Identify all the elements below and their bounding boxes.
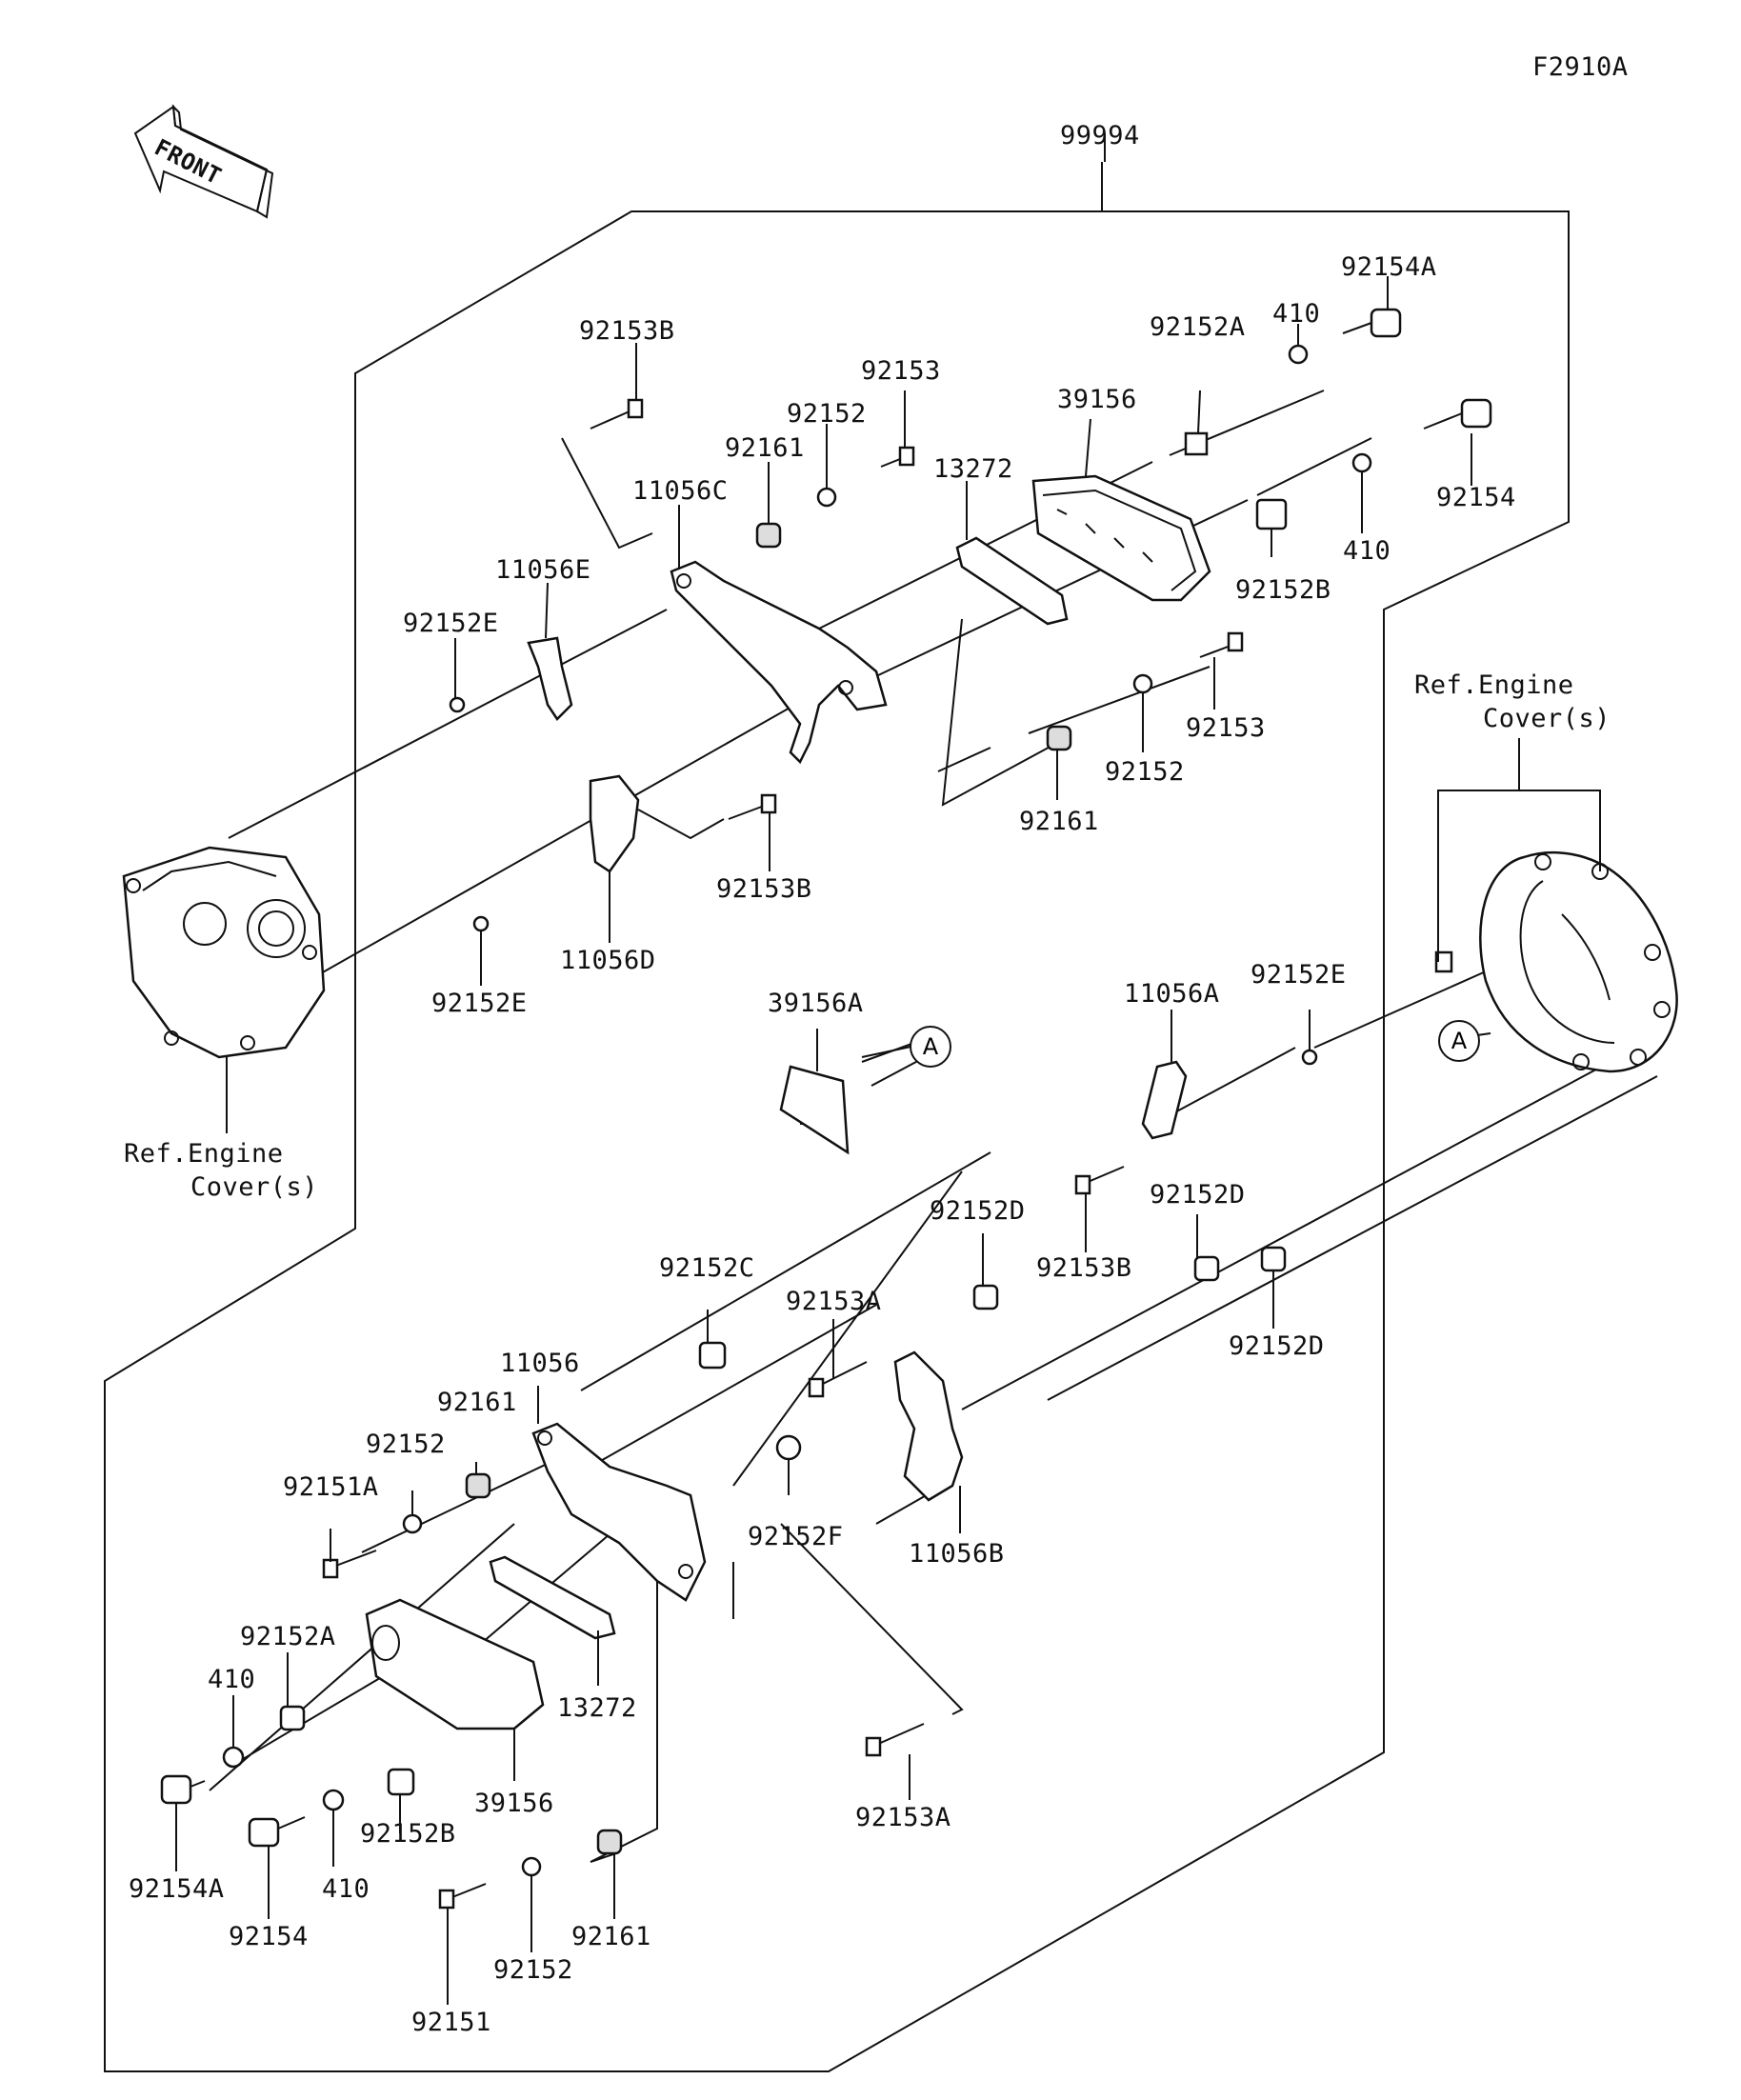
part-label: 92161	[437, 1388, 517, 1417]
part-label: 92153B	[716, 874, 812, 904]
lower-bracket-11056	[531, 1422, 707, 1602]
part-label: 92153B	[579, 316, 675, 346]
part-label: 11056D	[560, 946, 656, 975]
bracket-11056A	[1141, 1060, 1188, 1140]
ref-left-line2: Cover(s)	[190, 1172, 319, 1202]
leader-lines	[175, 133, 1601, 2005]
lower-slider-39156	[365, 1598, 545, 1730]
bracket-11056B	[893, 1350, 964, 1502]
upper-bracket-11056C	[670, 560, 888, 765]
part-label: 92154	[229, 1922, 309, 1951]
part-label: 39156	[1057, 385, 1137, 414]
marker-a-right: A	[1438, 1020, 1480, 1062]
part-label: 410	[1272, 299, 1321, 329]
part-label: 410	[322, 1874, 370, 1904]
part-label: 92152D	[1229, 1331, 1325, 1361]
part-label: 410	[1343, 536, 1391, 566]
fasteners	[160, 308, 1492, 1910]
part-label: 92152D	[1150, 1180, 1246, 1210]
bracket-11056D	[589, 774, 640, 873]
part-label: 39156	[474, 1789, 554, 1818]
part-label: 92151	[411, 2008, 491, 2037]
upper-slider-39156	[1031, 474, 1211, 602]
part-label: 92152C	[659, 1253, 755, 1283]
part-label: 92152	[366, 1430, 446, 1459]
part-label: 92154A	[1341, 252, 1437, 282]
part-label: 92154A	[129, 1874, 225, 1904]
part-label: 11056B	[909, 1539, 1005, 1569]
part-label: 92152E	[403, 609, 499, 638]
sticker-39156A	[779, 1065, 850, 1155]
part-label: 92152	[493, 1955, 573, 1985]
marker-a-left: A	[910, 1026, 951, 1068]
part-label: 92152A	[240, 1622, 336, 1651]
part-label: 410	[208, 1665, 256, 1694]
part-label: 92152D	[930, 1196, 1026, 1226]
front-arrow-icon	[133, 104, 274, 219]
part-label: 11056	[500, 1349, 580, 1378]
figure-code: F2910A	[1532, 52, 1629, 82]
part-label: 92152	[1105, 757, 1185, 787]
part-label: 13272	[933, 454, 1013, 484]
part-label: 92152B	[360, 1819, 456, 1849]
part-label: 92152E	[431, 989, 528, 1018]
right-engine-cover	[1479, 851, 1678, 1073]
part-label: 92153A	[855, 1803, 951, 1832]
part-label: 39156A	[768, 989, 864, 1018]
part-label: 92153	[861, 356, 941, 386]
bracket-11056E	[527, 636, 573, 721]
ref-left-line1: Ref.Engine	[124, 1139, 284, 1169]
part-label: 92152F	[748, 1522, 844, 1551]
ref-top-right-line2: Cover(s)	[1483, 704, 1611, 733]
part-label: 92153B	[1036, 1253, 1132, 1283]
part-label: 92161	[1019, 807, 1099, 836]
part-label: 92153A	[786, 1287, 882, 1316]
part-label: 92154	[1436, 483, 1516, 512]
part-label: 92151A	[283, 1472, 379, 1502]
part-label: 92152A	[1150, 312, 1246, 342]
part-label: 11056E	[495, 555, 591, 585]
part-label: 92152B	[1235, 575, 1331, 605]
part-label: 92152	[787, 399, 867, 429]
part-label: 92152E	[1251, 960, 1347, 990]
ref-top-right-line1: Ref.Engine	[1414, 670, 1574, 700]
kit-number: 99994	[1060, 121, 1140, 150]
part-label: 92161	[571, 1922, 651, 1951]
part-label: 11056C	[632, 476, 729, 506]
lower-plate-13272	[489, 1555, 616, 1640]
upper-plate-13272	[955, 536, 1069, 626]
left-engine-cover	[122, 846, 326, 1059]
part-label: 92161	[725, 433, 805, 463]
part-label: 11056A	[1124, 979, 1220, 1009]
part-label: 13272	[557, 1693, 637, 1723]
part-label: 92153	[1186, 713, 1266, 743]
kit-outline	[104, 162, 1570, 2072]
